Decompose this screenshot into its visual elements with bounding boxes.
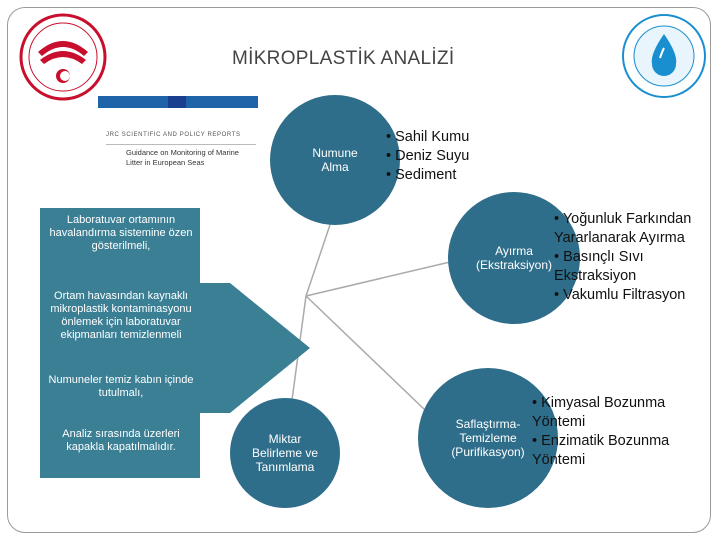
report-rule (106, 144, 256, 145)
guideline-note: Ortam havasından kaynaklı mikroplastik k… (50, 290, 192, 341)
step-circle-numune-alma: Numune Alma (270, 95, 400, 225)
water-drop-emblem-icon (622, 14, 706, 98)
report-guidance-title: Guidance on Monitoring of Marine Litter … (126, 148, 239, 167)
list-item: • Sediment (386, 167, 457, 183)
ayirma-bullet-list: • Yoğunluk Farkından Yararlanarak Ayırma… (554, 210, 691, 305)
eu-flag-icon (168, 96, 186, 108)
step-label: Miktar Belirleme ve Tanımlama (251, 432, 319, 474)
step-circle-saflastirma: Saflaştırma- Temizleme (Purifikasyon) (418, 368, 558, 508)
numune-bullet-list: • Sahil Kumu • Deniz Suyu • Sediment (386, 128, 469, 185)
list-item: • Vakumlu Filtrasyon (554, 287, 686, 303)
list-item: • Yoğunluk Farkından Yararlanarak Ayırma (554, 211, 692, 246)
list-item: • Basınçlı Sıvı Ekstraksiyon (554, 249, 644, 284)
list-item: • Enzimatik Bozunma Yöntemi (532, 433, 670, 468)
saflastirma-bullet-list: • Kimyasal Bozunma Yöntemi • Enzimatik B… (532, 394, 669, 470)
guideline-note: Laboratuvar ortamının havalandırma siste… (49, 214, 193, 252)
step-label: Saflaştırma- Temizleme (Purifikasyon) (451, 417, 525, 459)
list-item: • Sahil Kumu (386, 129, 470, 145)
report-cover-thumbnail: JRC SCIENTIFIC AND POLICY REPORTS Guidan… (98, 96, 258, 182)
guideline-note: Numuneler temiz kabın içinde tutulmalı, (48, 374, 194, 399)
step-circle-ayirma: Ayırma (Ekstraksiyon) (448, 192, 580, 324)
step-circle-miktar-belirleme: Miktar Belirleme ve Tanımlama (230, 398, 340, 508)
step-label: Ayırma (Ekstraksiyon) (475, 244, 552, 272)
step-label: Numune Alma (312, 146, 358, 174)
report-subtitle: JRC SCIENTIFIC AND POLICY REPORTS (106, 132, 241, 138)
list-item: • Kimyasal Bozunma Yöntemi (532, 395, 666, 430)
ministry-emblem-icon (19, 13, 107, 101)
page-title: MİKROPLASTİK ANALİZİ (232, 48, 455, 69)
guideline-arrow (40, 208, 310, 478)
slide-frame (7, 7, 711, 533)
list-item: • Deniz Suyu (386, 148, 470, 164)
guideline-note: Analiz sırasında üzerleri kapakla kapatı… (62, 428, 180, 453)
